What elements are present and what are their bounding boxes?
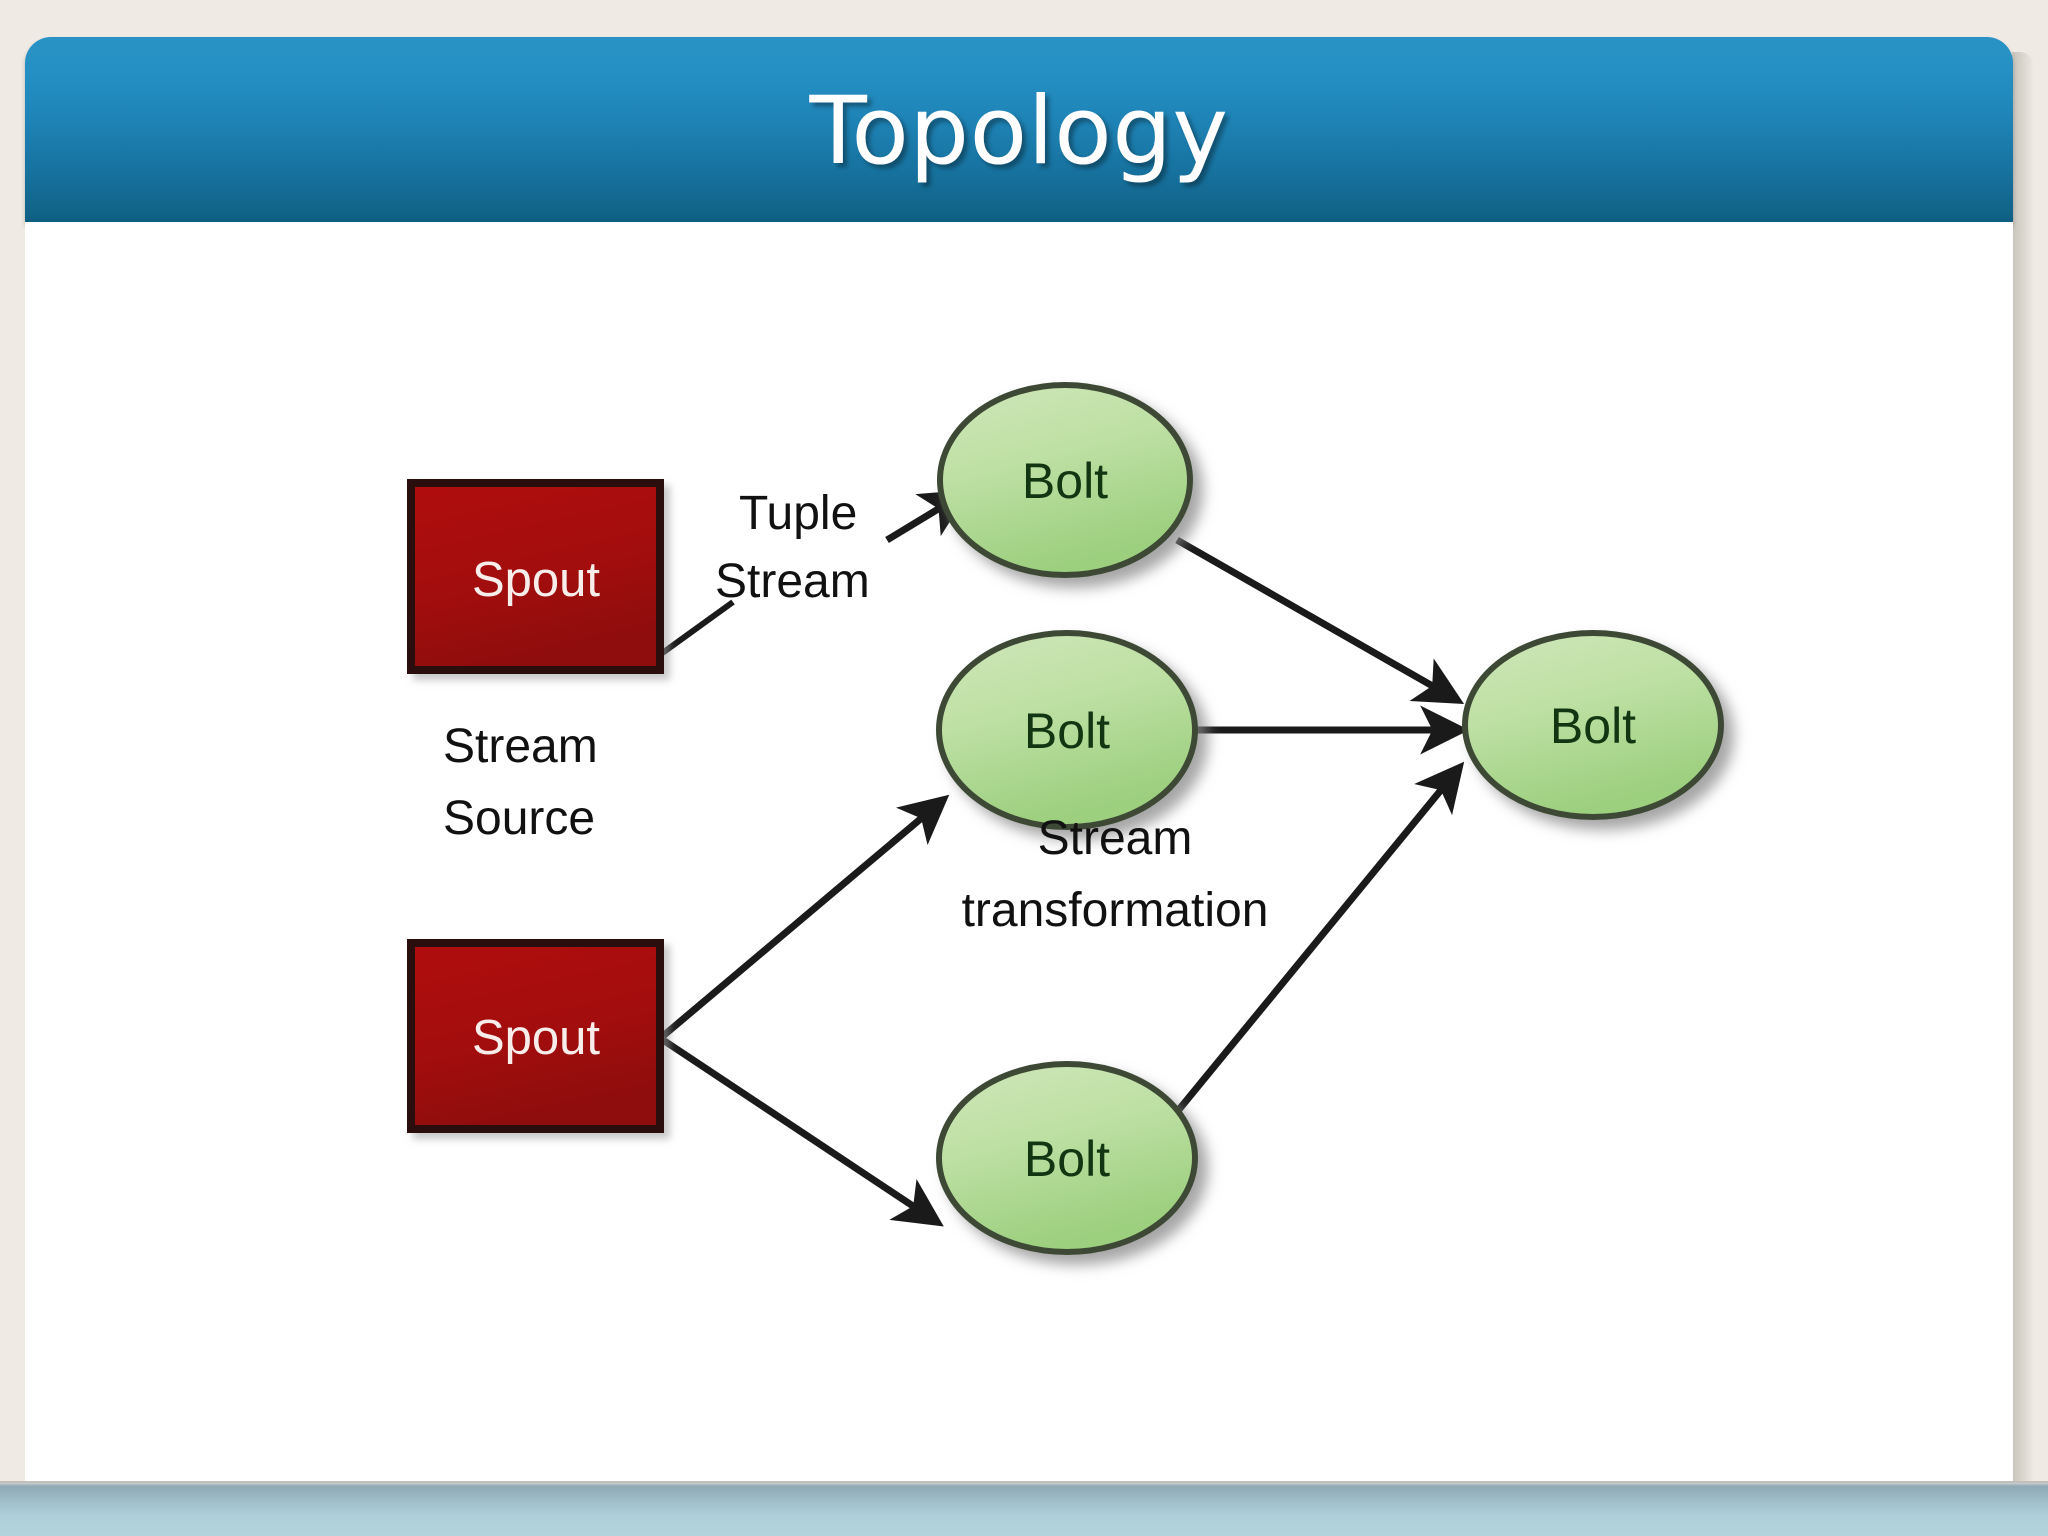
bolt-top-label: Bolt [1022,453,1108,509]
spout-1-shape[interactable] [407,479,664,674]
node-bolt-sink[interactable]: Bolt [1462,630,1724,820]
bottom-band: 20 [0,1483,2048,1536]
edge-bolt-top-to-sink [1175,536,1465,705]
stream-transformation-line2: transformation [962,884,1269,937]
spout-2-shape[interactable] [407,939,664,1133]
bolt-mid-shape[interactable] [936,630,1198,830]
topology-diagram-svg: Spout Spout Bolt Bolt Bolt Bolt [407,382,1724,1255]
page-title: Topology [809,77,1229,186]
stream-transformation-line1: Stream [1038,812,1193,865]
edge-spout2-to-bolt-mid [660,794,950,1039]
topology-diagram: Spout Spout Bolt Bolt Bolt Bolt [25,222,2013,1483]
node-bolt-mid[interactable]: Bolt [936,630,1198,830]
bottom-band-divider [0,1481,2048,1484]
node-bolt-bottom[interactable]: Bolt [936,1061,1198,1255]
bolt-sink-label: Bolt [1550,698,1636,754]
bolt-bottom-label: Bolt [1024,1131,1110,1187]
edge-bolt-bottom-to-sink [1174,761,1465,1115]
tuple-stream-line1: Tuple [739,487,857,540]
bolt-top-shape[interactable] [937,382,1193,578]
spout-1-label: Spout [472,553,600,607]
bolt-mid-label: Bolt [1024,703,1110,759]
slide-edge-shadow [2012,52,2034,1492]
slide-title-bar: Topology [25,37,2013,223]
annotation-stream-transformation: Stream transformation [962,812,1269,937]
bolt-sink-shape[interactable] [1462,630,1724,820]
annotation-tuple-stream: Tuple Stream [715,487,870,608]
node-spout-2[interactable]: Spout [407,939,664,1133]
spout-2-label: Spout [472,1011,600,1065]
annotation-stream-source: Stream Source [443,720,598,845]
edge-spout2-to-bolt-bottom [661,1037,944,1227]
stream-source-line2: Source [443,792,595,845]
bolt-bottom-shape[interactable] [936,1061,1198,1255]
edge-spout1-label-leader [659,599,735,657]
stream-source-line1: Stream [443,720,598,773]
edge-layer [659,489,1470,1227]
node-spout-1[interactable]: Spout [407,479,664,674]
node-bolt-top[interactable]: Bolt [937,382,1193,578]
tuple-stream-line2: Stream [715,555,870,608]
